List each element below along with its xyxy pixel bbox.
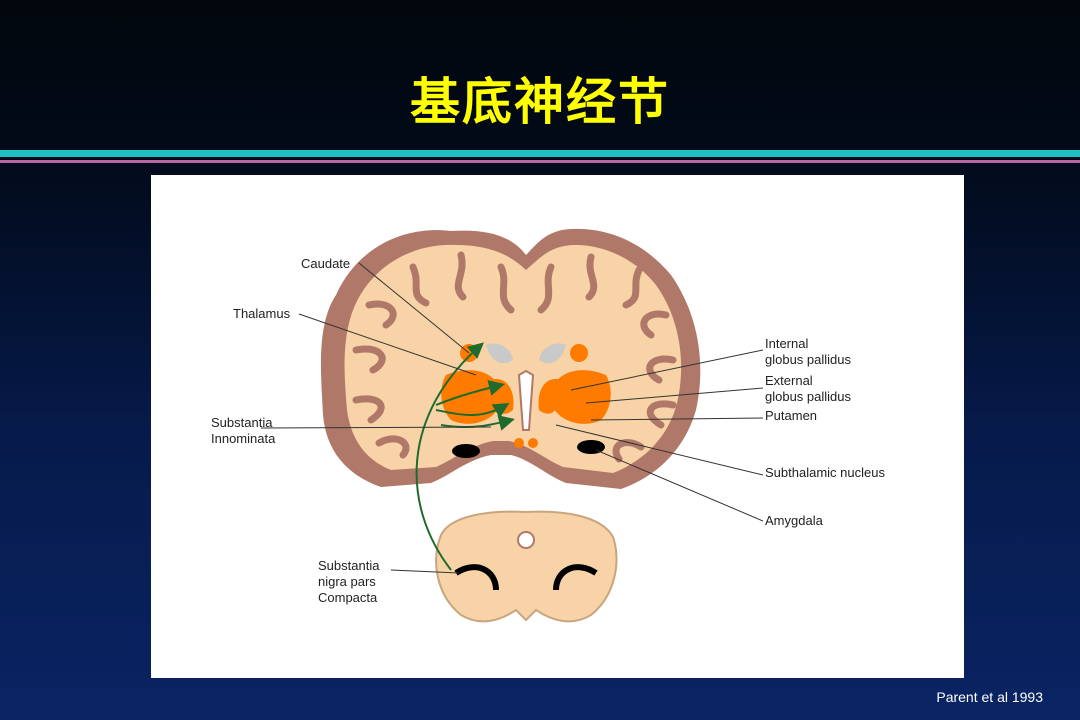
label-putamen: Putamen bbox=[765, 408, 817, 423]
label-external-gp-1: External bbox=[765, 373, 813, 388]
leader-lines bbox=[260, 262, 764, 574]
nigrostriatal-pathway bbox=[415, 342, 515, 571]
substantia-nigra-right bbox=[553, 564, 598, 591]
label-internal-gp-2: globus pallidus bbox=[765, 352, 852, 367]
brain-figure: Caudate Thalamus Substantia Innominata S… bbox=[151, 175, 964, 678]
label-substantia-nigra-1: Substantia bbox=[318, 558, 380, 573]
ventricle-left bbox=[486, 343, 513, 364]
ventricle-right bbox=[539, 343, 566, 364]
label-external-gp-2: globus pallidus bbox=[765, 389, 852, 404]
header-rule-pink bbox=[0, 160, 1080, 163]
label-caudate: Caudate bbox=[301, 256, 350, 271]
third-ventricle bbox=[517, 369, 535, 431]
label-amygdala: Amygdala bbox=[765, 513, 824, 528]
label-thalamus: Thalamus bbox=[233, 306, 291, 321]
label-internal-gp-1: Internal bbox=[765, 336, 808, 351]
brainstem bbox=[435, 510, 618, 623]
citation: Parent et al 1993 bbox=[936, 689, 1043, 705]
label-substantia-innominata-1: Substantia bbox=[211, 415, 273, 430]
header-rule-teal bbox=[0, 150, 1080, 157]
brain-diagram: Caudate Thalamus Substantia Innominata S… bbox=[211, 228, 885, 623]
label-subthalamic: Subthalamic nucleus bbox=[765, 465, 885, 480]
substantia-nigra-left bbox=[454, 564, 499, 591]
label-substantia-nigra-2: nigra pars bbox=[318, 574, 376, 589]
label-substantia-innominata-2: Innominata bbox=[211, 431, 276, 446]
aqueduct bbox=[517, 531, 535, 549]
amygdala-left bbox=[452, 444, 480, 458]
label-substantia-nigra-3: Compacta bbox=[318, 590, 378, 605]
slide-title: 基底神经节 bbox=[410, 73, 670, 131]
